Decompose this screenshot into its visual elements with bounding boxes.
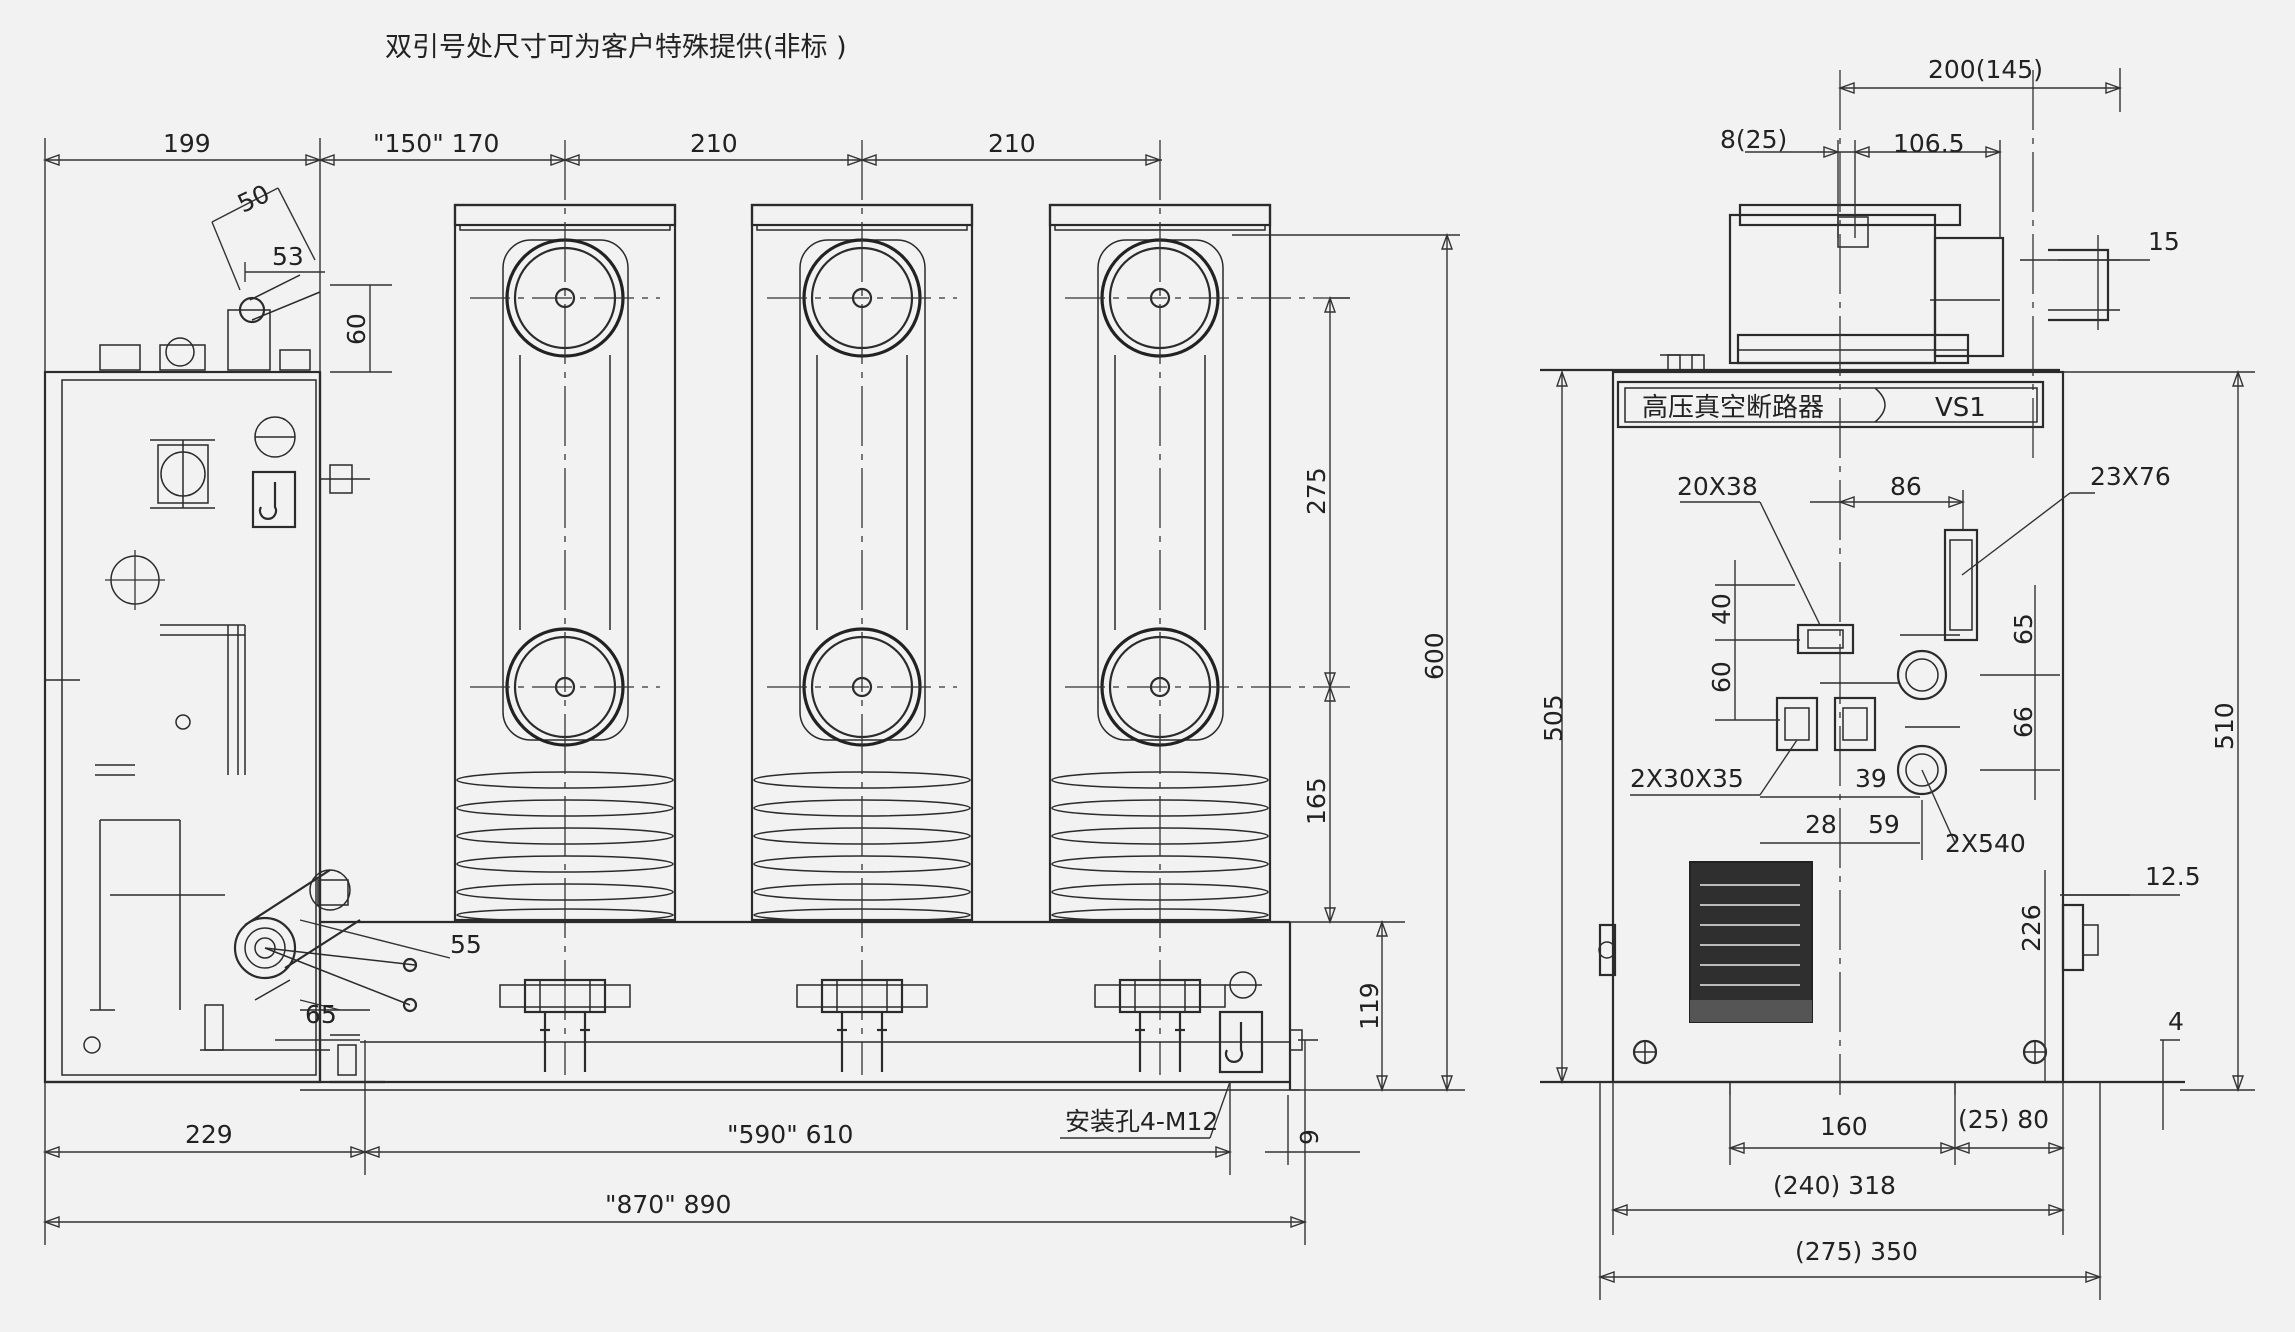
dim-4: 4 — [2168, 1007, 2184, 1036]
lifting-hook-symbol — [251, 470, 297, 529]
button-1 — [1775, 696, 1819, 752]
dim-60-front: 60 — [342, 313, 371, 345]
dim-59: 59 — [1868, 810, 1900, 839]
dim-150-170: "150" 170 — [373, 129, 499, 158]
dim-210-a: 210 — [690, 129, 738, 158]
dim-65: 65 — [305, 1000, 337, 1029]
side-panel-components — [1598, 528, 2130, 1095]
socket-2 — [1896, 744, 1948, 796]
indicator-window — [1943, 528, 1979, 642]
dim-510: 510 — [2210, 702, 2239, 750]
dim-275: 275 — [1302, 467, 1331, 515]
housing-internal-symbols — [45, 416, 370, 1054]
chassis-frame — [45, 920, 1318, 1091]
dim-55: 55 — [450, 930, 482, 959]
side-top-housing — [1660, 203, 2005, 373]
dim-226: 226 — [2017, 904, 2046, 952]
nameplate-model: VS1 — [1935, 393, 1986, 423]
dim-229: 229 — [185, 1120, 233, 1149]
dim-505: 505 — [1539, 694, 1568, 742]
dim-200-145: 200(145) — [1928, 55, 2043, 84]
side-dimension-lines — [1556, 68, 2255, 1300]
dim-199: 199 — [163, 129, 211, 158]
front-dimension-lines — [42, 138, 1465, 1245]
bottom-terminal-1 — [499, 978, 631, 1072]
rating-label-plate — [1689, 861, 1813, 1023]
mounting-hole-label: 安装孔4-M12 — [1065, 1107, 1218, 1136]
nameplate-title: 高压真空断路器 — [1642, 393, 1824, 423]
operating-linkage — [233, 869, 418, 1084]
dim-15: 15 — [2148, 227, 2180, 256]
dim-53: 53 — [272, 242, 304, 271]
dim-23x76: 23X76 — [2090, 462, 2171, 491]
dim-2x30x35: 2X30X35 — [1630, 764, 1744, 793]
dim-60-side: 60 — [1707, 661, 1736, 693]
dim-119: 119 — [1355, 982, 1384, 1030]
dim-25-80: (25) 80 — [1958, 1105, 2049, 1134]
dim-106-5: 106.5 — [1893, 129, 1965, 158]
socket-1 — [1896, 649, 1948, 701]
dim-65-side: 65 — [2009, 613, 2038, 645]
dim-9: 9 — [1295, 1129, 1324, 1145]
dim-590-610: "590" 610 — [727, 1120, 853, 1149]
dim-210-b: 210 — [988, 129, 1036, 158]
phase-center-lines — [470, 140, 1350, 1075]
nameplate-strip: 高压真空断路器 VS1 — [1616, 380, 2045, 429]
dim-600: 600 — [1420, 632, 1449, 680]
counter-window — [1796, 623, 1855, 655]
dim-2x540: 2X540 — [1945, 829, 2026, 858]
button-2 — [1833, 696, 1877, 752]
dim-8-25: 8(25) — [1720, 125, 1787, 154]
front-view: 199 "150" 170 210 210 50 53 60 275 165 6… — [42, 129, 1465, 1245]
bottom-terminal-2 — [796, 978, 928, 1072]
header-note: 双引号处尺寸可为客户特殊提供(非标 ) — [385, 32, 847, 63]
dim-39: 39 — [1855, 764, 1887, 793]
dim-870-890: "870" 890 — [605, 1190, 731, 1219]
housing-top-fittings — [99, 274, 321, 371]
dim-275-350: (275) 350 — [1795, 1237, 1918, 1266]
bolt-bottom-right — [2022, 1039, 2048, 1065]
dim-50: 50 — [233, 179, 274, 219]
side-view: 高压真空断路器 VS1 — [1539, 55, 2255, 1300]
bolt-bottom-left — [1632, 1039, 1658, 1065]
dim-40: 40 — [1707, 593, 1736, 625]
side-dimension-texts: 200(145) 8(25) 106.5 15 20X38 86 23X76 4… — [1539, 55, 2239, 1266]
dim-160: 160 — [1820, 1112, 1868, 1141]
dim-20x38: 20X38 — [1677, 472, 1758, 501]
bottom-lifting-hook — [1218, 1010, 1264, 1074]
dim-240-318: (240) 318 — [1773, 1171, 1896, 1200]
dim-165: 165 — [1302, 777, 1331, 825]
dim-66: 66 — [2009, 706, 2038, 738]
dim-12-5: 12.5 — [2145, 862, 2201, 891]
bottom-terminal-3 — [1094, 978, 1226, 1072]
dim-28: 28 — [1805, 810, 1837, 839]
dim-86: 86 — [1890, 472, 1922, 501]
